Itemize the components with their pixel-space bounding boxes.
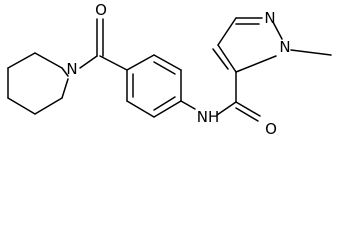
bond [153, 61, 176, 75]
bond [235, 107, 259, 122]
oxygen-label: O [265, 120, 277, 138]
bond [290, 49, 332, 56]
bond [7, 97, 36, 115]
bond [7, 52, 36, 69]
bond [217, 17, 237, 46]
nitrogen-label: N [66, 60, 77, 78]
bond [216, 101, 237, 116]
bond [235, 101, 261, 117]
piperidine-ring [7, 52, 69, 115]
bond [235, 55, 277, 73]
nitrogen-label: N [279, 38, 290, 56]
pyrazole-carboxamide [216, 71, 261, 122]
bond [61, 67, 69, 77]
bond [79, 55, 98, 69]
nh-label: NH [197, 108, 220, 126]
bond [99, 55, 128, 71]
nitrogen-label: N [264, 9, 275, 27]
bond [272, 21, 283, 40]
bond [34, 52, 63, 69]
bond [126, 54, 155, 71]
benzene-ring [126, 54, 182, 118]
bond [212, 48, 229, 70]
chemical-structure: O N NH O N N [7, 1, 332, 138]
pyrazole-ring [212, 17, 332, 73]
oxygen-label: O [95, 1, 107, 19]
bond [217, 44, 237, 73]
bond [180, 100, 196, 110]
bond [34, 97, 63, 115]
bond [153, 96, 176, 111]
bond [61, 78, 69, 99]
bond [126, 100, 155, 118]
bond [153, 100, 182, 118]
piperidine-carbonyl [79, 18, 128, 71]
bond [153, 54, 182, 71]
